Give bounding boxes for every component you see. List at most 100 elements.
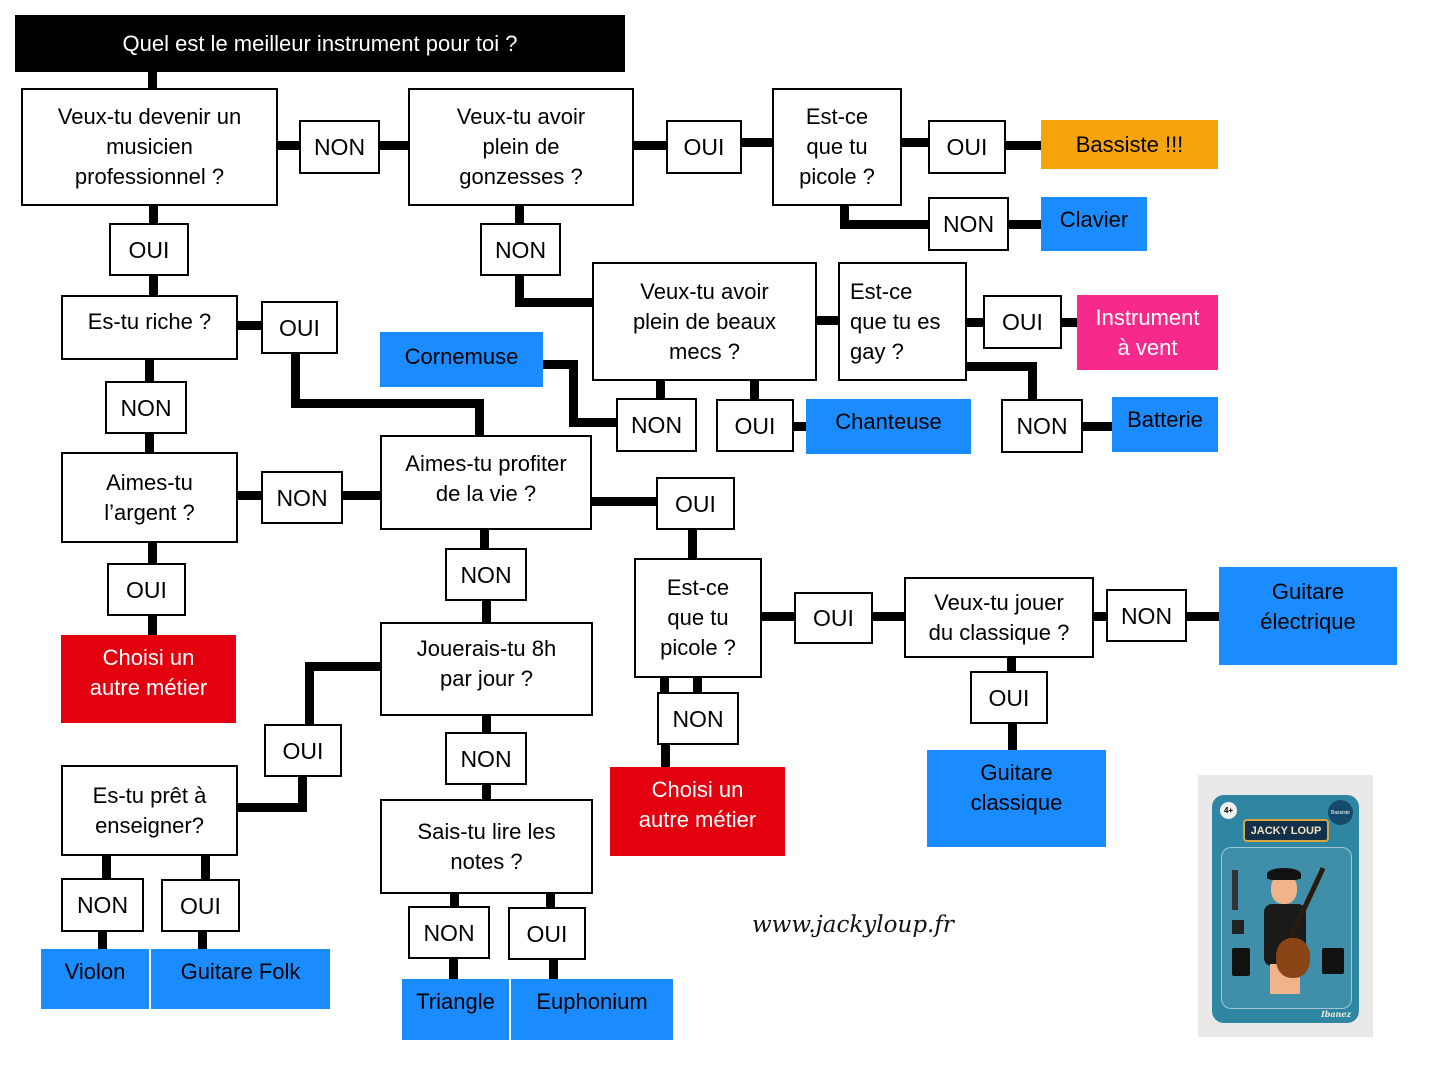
connector [145,432,154,454]
pedal-icon [1232,920,1244,934]
connector [1185,612,1220,621]
result-guitare-electrique: Guitare électrique [1219,567,1397,665]
connector [840,220,930,229]
answer-no: NON [299,120,380,174]
answer-no: NON [445,548,527,601]
result-triangle: Triangle [402,979,509,1040]
connector [1007,220,1043,229]
result-batterie: Batterie [1112,397,1218,452]
connector [148,614,157,636]
connector [1028,362,1037,402]
answer-no: NON [1106,589,1187,642]
connector [482,714,491,734]
connector [740,138,774,147]
connector [792,422,808,431]
result-violon: Violon [41,949,149,1009]
question-classique: Veux-tu jouer du classique ? [904,577,1094,658]
answer-yes: OUI [109,223,189,276]
connector [815,316,840,325]
answer-yes: OUI [928,120,1006,174]
connector [450,891,459,909]
answer-yes: OUI [264,724,342,777]
connector [871,612,906,621]
connector [198,930,207,952]
connector [840,204,849,228]
result-cornemuse: Cornemuse [380,332,543,387]
answer-yes: OUI [107,563,186,616]
connector [480,528,489,551]
brand-logo: Ibanez [1321,1009,1351,1019]
connector [305,662,314,728]
connector [1004,141,1044,150]
connector [1060,318,1078,327]
answer-no: NON [408,906,490,959]
answer-yes: OUI [656,477,735,530]
result-euphonium: Euphonium [511,979,673,1040]
answer-no: NON [261,471,343,524]
answer-yes: OUI [666,120,742,174]
connector [1091,612,1108,621]
bass-guitar-icon [1276,938,1310,978]
connector [148,541,157,565]
result-instrument-vent: Instrument à vent [1077,295,1218,370]
connector [291,399,484,408]
answer-yes: OUI [716,399,794,452]
connector [236,491,262,500]
answer-yes: OUI [794,592,873,644]
question-pro: Veux-tu devenir un musicien professionne… [21,88,278,206]
toy-name-plate: JACKY LOUP [1243,819,1329,842]
answer-no: NON [616,398,697,452]
result-clavier: Clavier [1041,197,1147,251]
age-badge: 4+ [1220,802,1237,819]
connector [693,676,702,696]
connector [660,676,669,696]
question-beaux-mecs: Veux-tu avoir plein de beaux mecs ? [592,262,817,381]
connector [201,854,210,880]
connector [1007,656,1016,674]
answer-yes: OUI [508,907,586,960]
beret-icon [1267,868,1301,880]
diagram-title: Quel est le meilleur instrument pour toi… [15,15,625,72]
connector [277,141,301,150]
connector [102,854,111,880]
connector [1081,422,1113,431]
connector [148,70,157,90]
answer-no: NON [61,878,144,932]
connector [149,273,158,297]
question-notes: Sais-tu lire les notes ? [380,799,593,894]
connector [542,360,577,369]
result-guitare-classique: Guitare classique [927,750,1106,847]
microphone-icon [1232,870,1238,910]
connector [149,204,158,228]
website-watermark: www.jackyloup.fr [752,912,954,938]
question-picole-1: Est-ce que tu picole ? [772,88,902,206]
connector [569,418,617,427]
connector [760,612,796,621]
answer-no: NON [657,692,739,745]
question-profiter: Aimes-tu profiter de la vie ? [380,435,592,530]
question-picole-2: Est-ce que tu picole ? [634,558,762,678]
answer-no: NON [1001,399,1083,453]
connector [590,497,658,506]
result-bassiste: Bassiste !!! [1041,120,1218,169]
amplifier-icon [1232,948,1250,976]
connector [298,776,307,812]
connector [1008,720,1017,752]
connector [546,891,555,909]
question-gonzesses: Veux-tu avoir plein de gonzesses ? [408,88,634,206]
answer-no: NON [928,197,1009,251]
connector [482,599,491,624]
connector [98,930,107,952]
connector [750,379,759,401]
connector [236,803,307,812]
connector [236,321,262,330]
result-autre-metier-1: Choisi un autre métier [61,635,236,723]
connector [341,491,381,500]
connector [291,353,300,408]
result-autre-metier-2: Choisi un autre métier [610,767,785,856]
connector [515,204,524,228]
connector [900,138,930,147]
connector [965,318,985,327]
answer-yes: OUI [161,879,240,932]
question-riche: Es-tu riche ? [61,295,238,360]
